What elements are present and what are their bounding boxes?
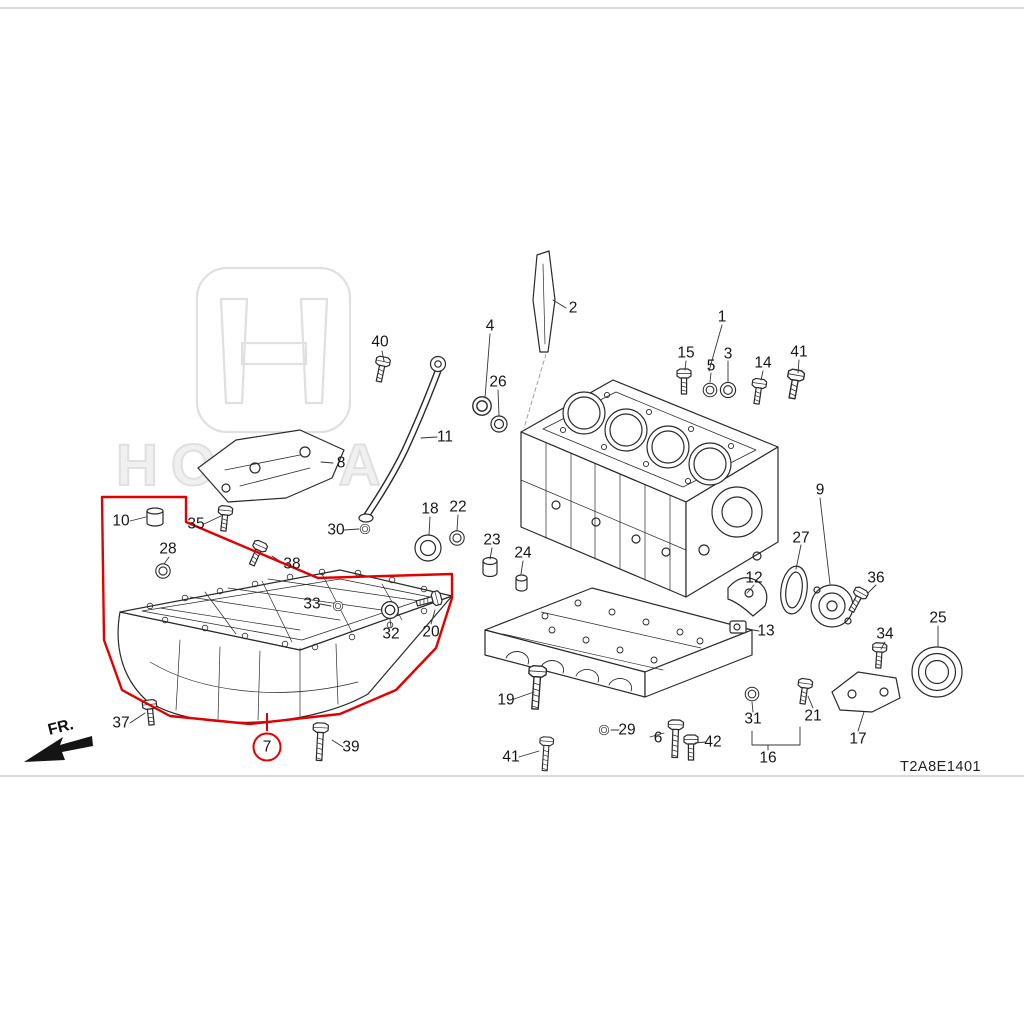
o-ring-31 — [744, 686, 760, 702]
part-label-38: 38 — [283, 555, 301, 573]
part-label-35: 35 — [187, 515, 205, 533]
leader-lines — [129, 299, 939, 758]
bolt-35 — [215, 504, 234, 533]
part-label-19: 19 — [497, 691, 515, 709]
part-label-14: 14 — [754, 354, 772, 372]
dipstick-tube — [358, 355, 447, 523]
bolt-6 — [666, 719, 685, 759]
oil-pan — [117, 568, 453, 723]
baffle-plate — [197, 429, 345, 503]
part-label-6: 6 — [653, 729, 663, 747]
part-label-32: 32 — [382, 625, 400, 643]
bolt-39 — [310, 722, 330, 762]
cylinder-block — [520, 379, 779, 598]
bolt-15 — [676, 368, 692, 395]
fr-arrow-icon — [24, 736, 93, 762]
o-ring-5 — [702, 382, 718, 398]
part-label-36: 36 — [867, 569, 885, 587]
clip-30 — [359, 523, 371, 535]
bracket-12 — [727, 577, 768, 617]
part-label-12: 12 — [745, 569, 763, 587]
grommet-32 — [380, 600, 400, 620]
part-label-40: 40 — [371, 333, 389, 351]
o-ring-22 — [449, 530, 465, 546]
part-label-25: 25 — [929, 609, 947, 627]
bolt-41-bottom — [537, 735, 555, 772]
part-label-31: 31 — [744, 710, 762, 728]
washer-4 — [472, 396, 492, 416]
part-label-1: 1 — [717, 308, 727, 326]
oil-seal-26 — [490, 415, 508, 433]
part-label-13: 13 — [757, 622, 775, 640]
part-label-10: 10 — [112, 512, 130, 530]
part-label-11: 11 — [436, 428, 454, 446]
part-label-24: 24 — [514, 544, 532, 562]
plug-23 — [482, 556, 498, 578]
part-label-27: 27 — [792, 529, 810, 547]
oil-dipstick — [523, 250, 556, 429]
part-label-2: 2 — [568, 299, 578, 317]
clip-33 — [332, 600, 344, 612]
part-label-20: 20 — [422, 623, 440, 641]
part-label-23: 23 — [483, 531, 501, 549]
part-label-26: 26 — [489, 373, 507, 391]
part-label-21: 21 — [804, 707, 822, 725]
part-label-7: 7 — [252, 732, 282, 762]
part-label-3: 3 — [723, 345, 733, 363]
part-label-5: 5 — [706, 357, 716, 375]
part-label-39: 39 — [342, 738, 360, 756]
part-label-8: 8 — [336, 454, 346, 472]
part-label-41b: 41 — [502, 748, 520, 766]
crankshaft-oil-seal — [911, 646, 963, 698]
bolt-38 — [244, 538, 269, 569]
part-label-34: 34 — [876, 625, 894, 643]
cap-10 — [146, 507, 164, 527]
part-label-18: 18 — [421, 500, 439, 518]
group-bracket-16-line — [751, 726, 801, 751]
part-label-41a: 41 — [790, 343, 808, 361]
part-label-4: 4 — [485, 317, 495, 335]
part-label-37: 37 — [112, 714, 130, 732]
part-label-9: 9 — [815, 481, 825, 499]
diagram-code: T2A8E1401 — [900, 759, 982, 775]
part-label-29: 29 — [618, 721, 636, 739]
cap-3 — [719, 381, 737, 399]
bolt-42 — [683, 734, 699, 761]
washer-29 — [598, 724, 610, 736]
bolt-19 — [525, 664, 548, 711]
part-label-33: 33 — [303, 595, 321, 613]
bottom-border-line — [0, 775, 1024, 777]
part-label-16: 16 — [759, 749, 777, 767]
bracket-17 — [831, 671, 901, 713]
sensor-13 — [729, 620, 747, 634]
honda-logo-watermark — [195, 266, 352, 434]
part-label-28: 28 — [159, 540, 177, 558]
sealing-cap-18 — [414, 534, 442, 562]
part-label-17: 17 — [849, 730, 867, 748]
oil-pan-highlight-outline — [100, 495, 454, 731]
oil-pump-gasket — [780, 565, 808, 615]
bolt-34 — [870, 641, 888, 670]
part-label-30: 30 — [327, 521, 345, 539]
bolt-41-top — [783, 367, 806, 401]
oil-pump — [810, 584, 854, 628]
plug-24 — [515, 574, 528, 592]
bolt-14 — [748, 377, 768, 406]
bolt-40 — [371, 354, 392, 384]
part-label-42: 42 — [704, 733, 722, 751]
lower-block-ladder-frame — [484, 587, 753, 698]
seal-ring-28 — [155, 563, 171, 579]
top-border-line — [0, 7, 1024, 9]
part-label-22: 22 — [449, 498, 467, 516]
part-label-15: 15 — [677, 344, 695, 362]
